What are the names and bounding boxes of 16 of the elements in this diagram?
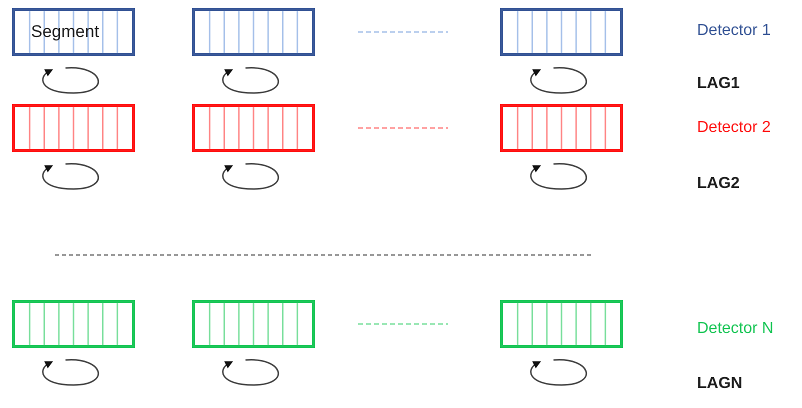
segmented-detector-bar [12,8,135,56]
segmented-detector-bar [500,104,623,152]
segmented-detector-bar [500,300,623,348]
segment-label: Segment [30,22,100,42]
detector-label: Detector N [697,320,774,338]
segmented-detector-bar [192,300,315,348]
lag-label: LAGN [697,375,742,393]
detector-label: Detector 2 [697,119,771,137]
segmented-detector-bar [192,8,315,56]
lag-label: LAG1 [697,75,740,93]
segmented-detector-bar [192,104,315,152]
segmented-detector-bar [12,104,135,152]
detector-label: Detector 1 [697,22,771,40]
segmented-detector-bar [500,8,623,56]
lag-label: LAG2 [697,175,740,193]
segmented-detector-bar [12,300,135,348]
